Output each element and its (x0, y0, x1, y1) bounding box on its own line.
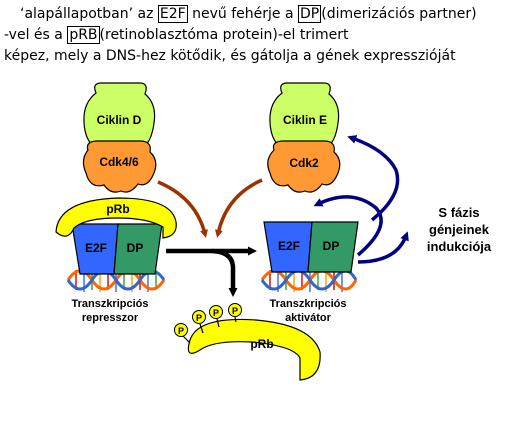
dp-right-label: DP (323, 239, 340, 253)
phosphate-label-1: P (178, 326, 184, 336)
intro-line2-pre: -vel és a (4, 27, 68, 43)
intro-line1-post: (dimerizációs partner) (321, 6, 477, 22)
feedback-arrow-to-e2f (313, 195, 383, 257)
phosphate-label-4: P (232, 306, 238, 316)
intro-dp-term: DP (298, 5, 322, 23)
phosphate-group-1: P (174, 323, 191, 344)
s-phase-line-2: génjeinek (429, 222, 490, 237)
intro-line1-mid: nevű fehérje a (187, 6, 299, 22)
prb-left-label: pRb (106, 202, 129, 216)
left-caption-1: Transzkripciós (71, 298, 148, 310)
intro-line2-post: (retinoblasztóma protein)-el trimert (99, 27, 349, 43)
left-caption-2: represszor (82, 312, 139, 324)
e2f-left-label: E2F (85, 241, 107, 255)
e2f-right-label: E2F (278, 239, 300, 253)
intro-line-3: képez, mely a DNS-hez kötődik, és gátolj… (4, 48, 456, 64)
s-phase-line-1: S fázis (438, 205, 479, 220)
intro-line-1: ‘alapállapotban’ az E2F nevű fehérje a D… (4, 4, 520, 25)
prb-release-arrow (211, 248, 238, 297)
arrow-to-s-phase (357, 231, 409, 264)
dp-left-shape (113, 223, 163, 275)
s-phase-line-3: indukciója (427, 239, 492, 254)
dna-helix-right (260, 268, 358, 292)
intro-text: ‘alapállapotban’ az E2F nevű fehérje a D… (4, 4, 520, 67)
intro-line1-pre: ‘alapállapotban’ az (20, 6, 158, 22)
cdk46-action-arrow (157, 180, 208, 238)
right-caption-1: Transzkripciós (269, 298, 346, 310)
phosphate-group-4: P (228, 303, 242, 323)
cdk46-shape (82, 140, 157, 193)
cyclin-e-label: Ciklin E (283, 113, 327, 127)
cdk2-shape (267, 140, 341, 193)
feedback-arrow-to-cyclin-e (347, 135, 400, 222)
cyclin-d-label: Ciklin D (97, 113, 142, 127)
cyclin-e-shape (269, 82, 340, 150)
prb-left-shape (55, 197, 177, 239)
phosphate-group-3: P (209, 305, 223, 328)
intro-prb-term: pRB (67, 26, 100, 44)
dp-left-label: DP (127, 241, 144, 255)
cdk46-label: Cdk4/6 (99, 155, 139, 169)
prb-released-shape (187, 318, 321, 381)
cdk2-action-arrow (214, 178, 263, 238)
right-caption-2: aktivátor (285, 312, 332, 324)
dp-right-shape (307, 221, 359, 273)
intro-line-2: -vel és a pRB(retinoblasztóma protein)-e… (4, 25, 520, 46)
cyclin-d-shape (83, 82, 156, 150)
phosphate-label-2: P (196, 313, 202, 323)
cdk2-label: Cdk2 (289, 156, 319, 170)
prb-released-label: pRb (250, 337, 273, 351)
intro-e2f-term: E2F (157, 5, 188, 23)
phosphate-label-3: P (213, 308, 219, 318)
phosphate-group-2: P (192, 310, 206, 334)
